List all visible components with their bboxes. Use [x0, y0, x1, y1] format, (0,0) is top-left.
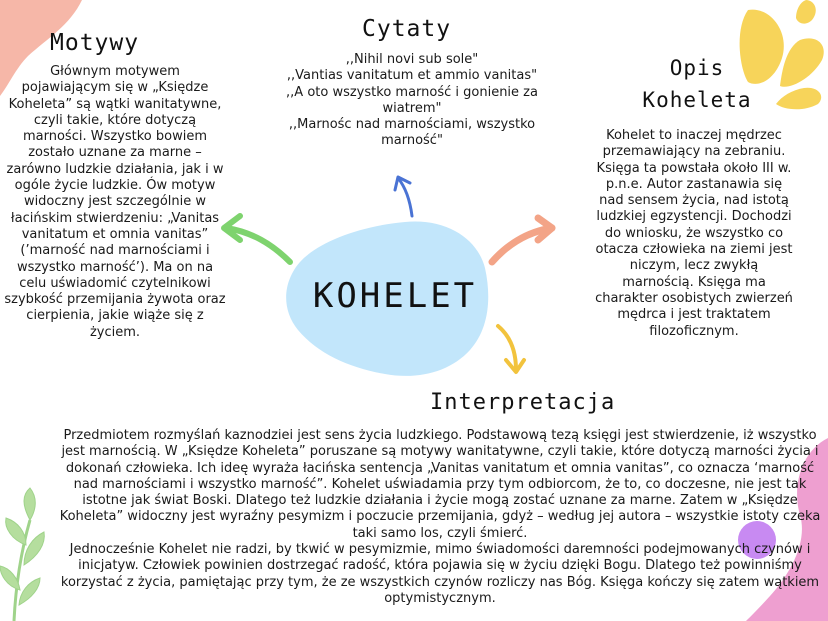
- quote-1: ,,Nihil novi sub sole": [345, 52, 479, 67]
- purple-dot: [738, 521, 776, 559]
- arrow-right: [488, 214, 556, 266]
- cytaty-title: Cytaty: [362, 16, 452, 42]
- leaf-decoration: [0, 487, 45, 621]
- cytaty-quotes: ,,Nihil novi sub sole" ,,Vantias vanitat…: [262, 52, 562, 150]
- opis-title-line-1: Opis: [669, 56, 725, 80]
- motywy-title: Motywy: [50, 30, 140, 56]
- central-blob: [286, 221, 489, 376]
- interpretacja-paragraph-2: Jednocześnie Kohelet nie radzi, by tkwić…: [60, 542, 820, 606]
- corner-blob-top-left: [0, 0, 82, 96]
- interpretacja-paragraph-1: Przedmiotem rozmyślań kaznodziei jest se…: [59, 428, 821, 541]
- motywy-text: Głównym motywem pojawiającym się w „Księ…: [4, 64, 226, 340]
- corner-blob-bottom-right: [746, 438, 828, 621]
- arrow-up: [393, 175, 414, 218]
- arrow-down: [496, 324, 526, 374]
- quote-3: ,,A oto wszystko marność i gonienie za w…: [286, 84, 538, 116]
- opis-title-line-2: Koheleta: [642, 88, 752, 112]
- interpretacja-text: Przedmiotem rozmyślań kaznodziei jest se…: [52, 428, 828, 607]
- petals-decoration: [739, 0, 824, 110]
- quote-4: ,,Marnośc nad marnościami, wszystko marn…: [288, 117, 536, 149]
- interpretacja-title: Interpretacja: [430, 390, 616, 415]
- opis-text: Kohelet to inaczej mędrzec przemawiający…: [595, 128, 793, 339]
- quote-2: ,,Vantias vanitatum et ammio vanitas": [286, 68, 538, 84]
- center-title: KOHELET: [312, 276, 478, 316]
- arrow-left: [221, 213, 293, 265]
- opis-title: Opis Koheleta: [632, 52, 762, 116]
